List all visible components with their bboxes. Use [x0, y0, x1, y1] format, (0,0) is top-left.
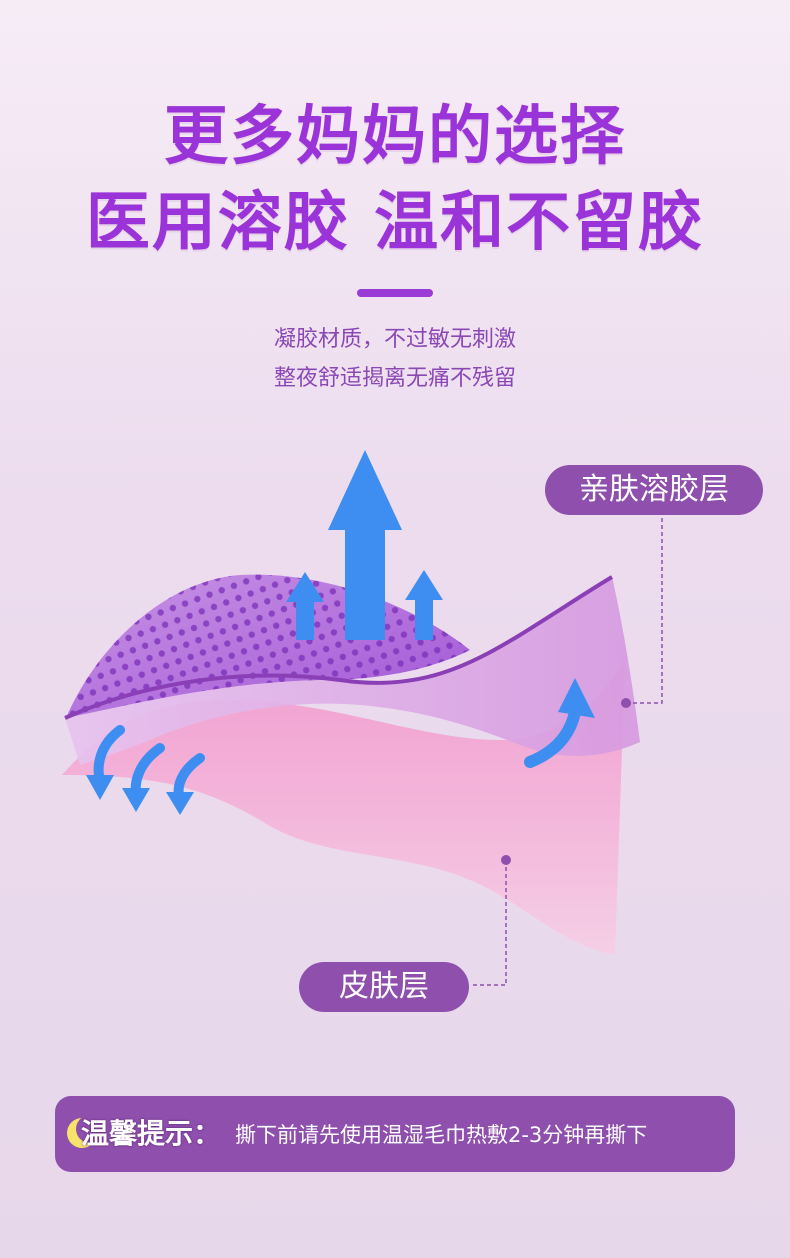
tip-text: 撕下前请先使用温湿毛巾热敷2-3分钟再撕下 — [235, 1123, 648, 1147]
tip-label: 温馨提示： — [81, 1117, 222, 1150]
moon-icon — [67, 1115, 104, 1148]
layer-edge-line — [64, 575, 614, 720]
layer-illustration — [62, 450, 663, 986]
arrow-up-icon — [286, 450, 443, 640]
tip-banner: 温馨提示： 撕下前请先使用温湿毛巾热敷2-3分钟再撕下 — [55, 1096, 735, 1172]
gel-layer-sheet — [65, 577, 640, 765]
leader-line-gel — [626, 512, 663, 704]
skin-layer-label: 皮肤层 — [299, 962, 469, 1012]
leader-line-skin — [470, 860, 507, 986]
gel-layer-label: 亲肤溶胶层 — [545, 465, 763, 515]
subtitle-line-2: 整夜舒适揭离无痛不残留 — [273, 366, 516, 391]
subtitle-line-1: 凝胶材质，不过敏无刺激 — [273, 327, 516, 352]
skin-layer-sheet — [62, 660, 625, 955]
curved-arrow-right-icon — [524, 706, 581, 768]
headline-line-2: 医用溶胶 温和不留胶 — [85, 186, 705, 260]
leader-dot-skin — [501, 855, 511, 865]
leader-dot-gel — [621, 698, 631, 708]
headline-line-1: 更多妈妈的选择 — [164, 100, 626, 174]
title-divider — [357, 289, 433, 297]
